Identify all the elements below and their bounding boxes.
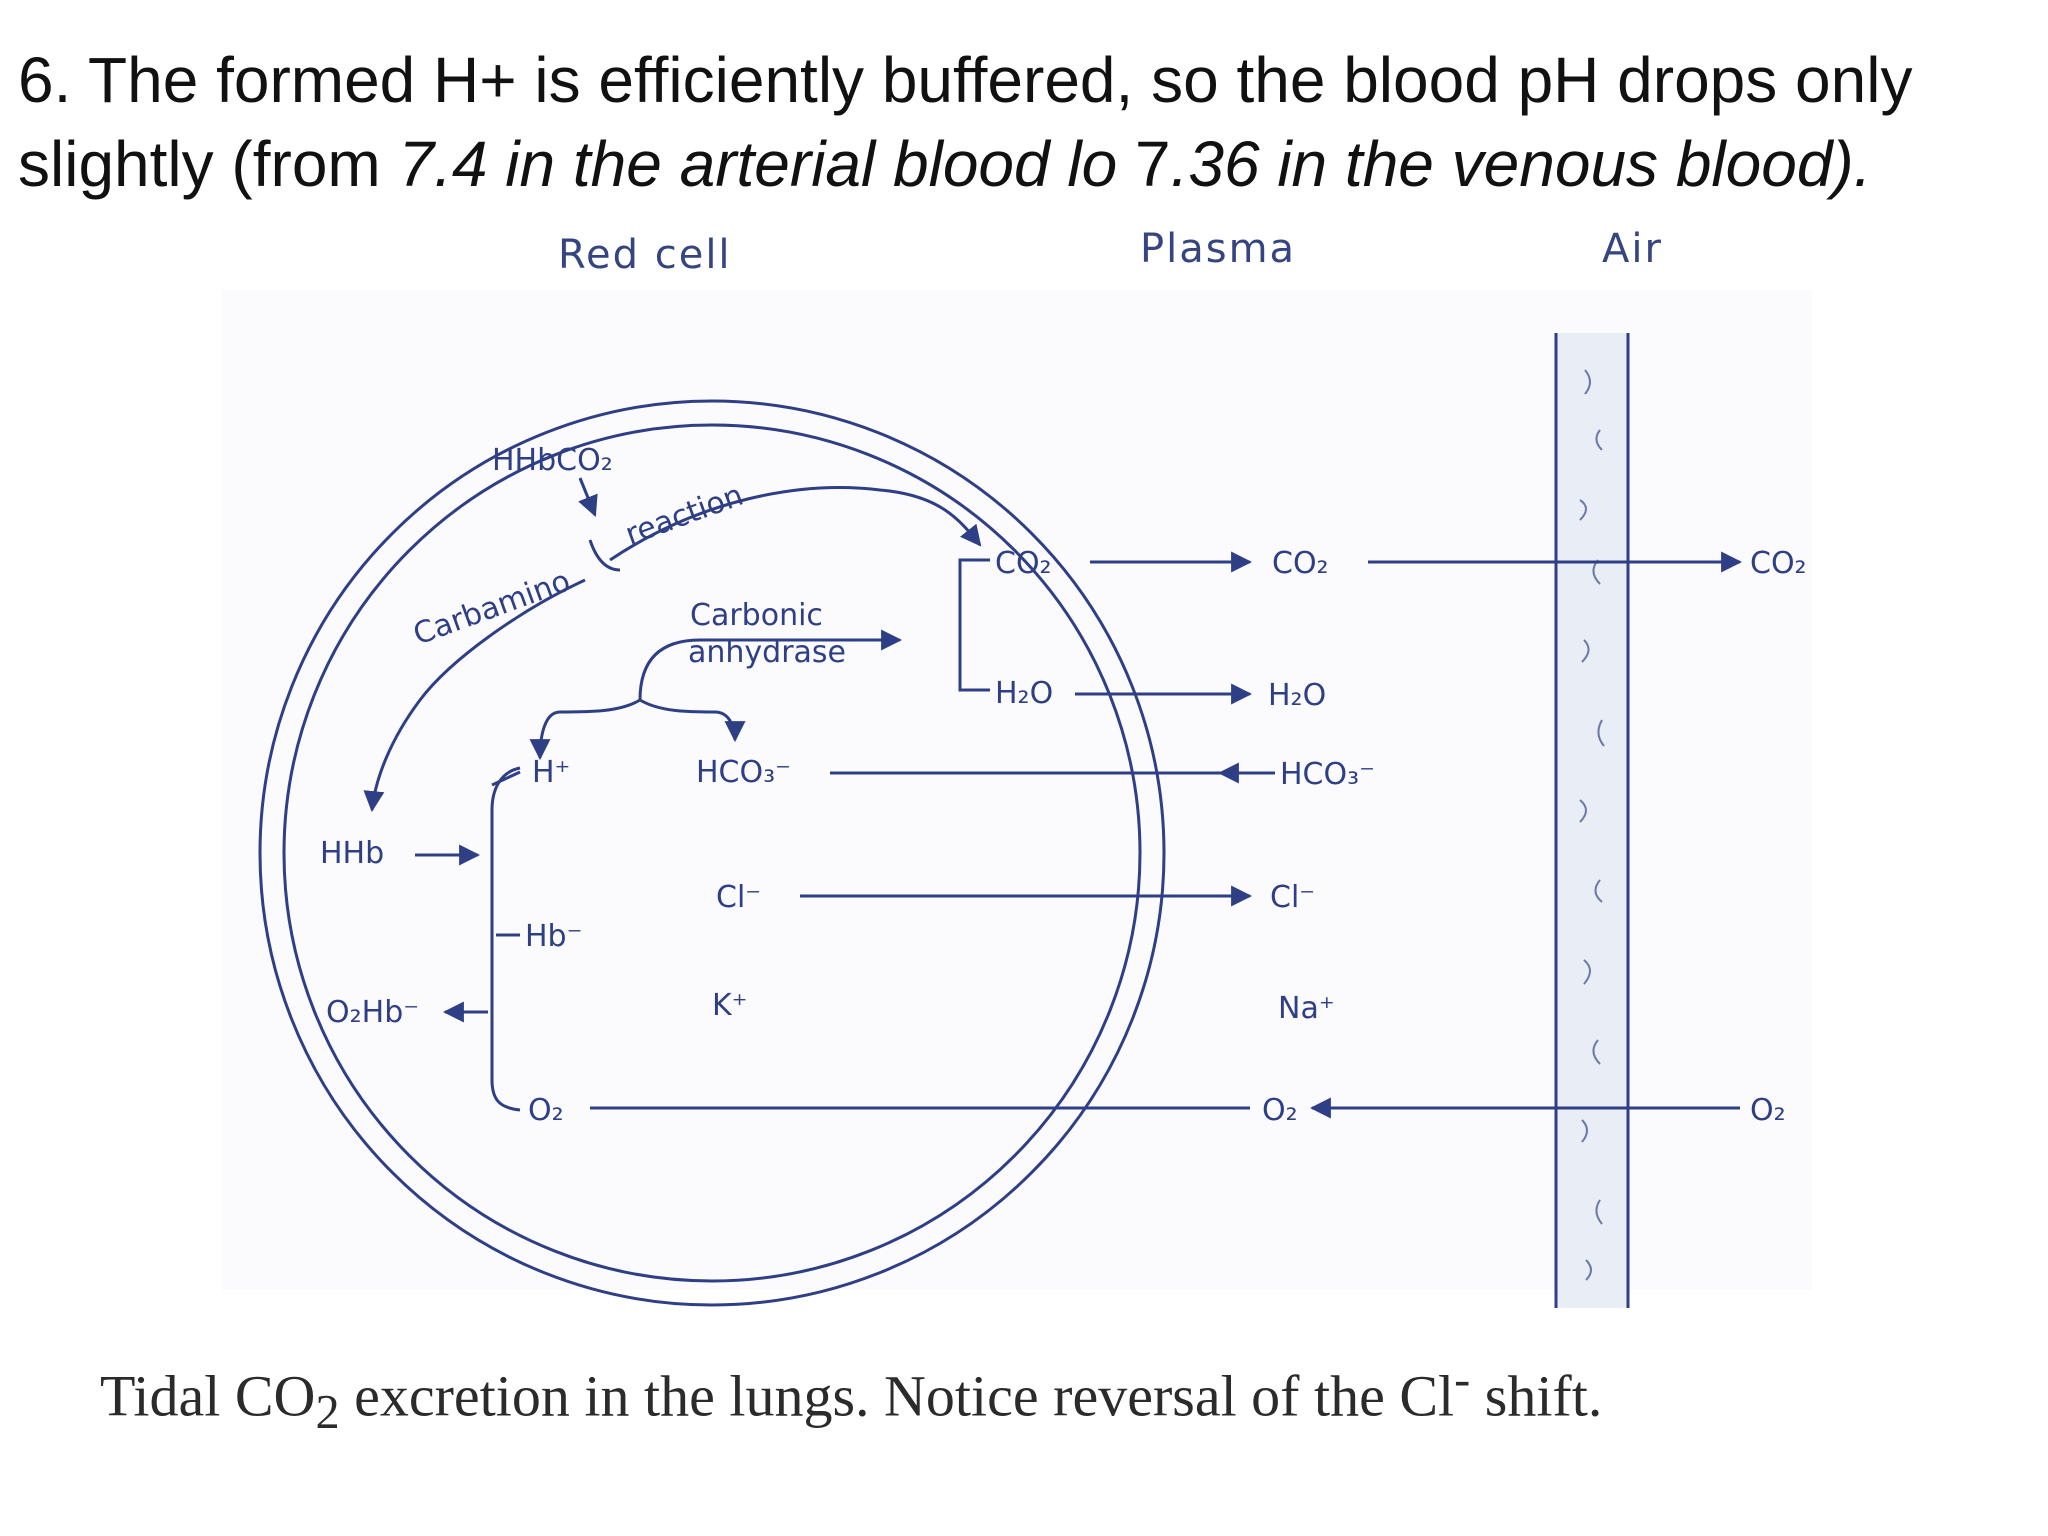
label-carbamino: Carbamino (409, 564, 575, 653)
brace-tick-h (491, 770, 521, 787)
hemoglobin-brace (490, 766, 521, 1112)
co2-h2o-split-brace (958, 558, 990, 692)
label-cell-hco3: HCO₃⁻ (696, 755, 791, 790)
arrow-carbamino-to-hhb (363, 578, 586, 813)
anhydrase-brace (559, 698, 716, 714)
figure-caption: Tidal CO2 excretion in the lungs. Notice… (100, 1352, 1980, 1440)
label-cell-cl: Cl⁻ (716, 880, 761, 915)
label-hhbco2: HHbCO₂ (492, 443, 613, 478)
caption-text-after: excretion in the lungs. Notice reversal … (339, 1363, 1455, 1429)
label-cell-co2: CO₂ (995, 546, 1052, 581)
heading-italic-1: 7.4 in the arterial blood lo (398, 128, 1135, 200)
alveolar-membrane (1556, 333, 1628, 1308)
red-cell-outer-membrane (258, 399, 1166, 1307)
region-label-air: Air (1602, 226, 1663, 272)
label-plasma-o2: O₂ (1262, 1093, 1298, 1128)
label-na-plus: Na⁺ (1278, 991, 1335, 1026)
label-plasma-h2o: H₂O (1268, 678, 1326, 713)
arrow-carbamino-to-co2 (609, 486, 982, 562)
heading-text-2: 7 (1134, 128, 1171, 200)
arrow-to-hco3 (714, 710, 746, 743)
caption-text-before: Tidal CO (100, 1363, 316, 1429)
arrow-to-h-plus (529, 710, 561, 761)
heading-italic-2: .36 in the venous blood). (1170, 128, 1872, 200)
membrane-texture (1579, 369, 1605, 1281)
arrow-hhbco2-down (578, 477, 598, 517)
label-o2hb: O₂Hb⁻ (326, 995, 419, 1030)
label-air-co2: CO₂ (1750, 546, 1807, 581)
figure-panel (222, 290, 1812, 1290)
label-hhb: HHb (320, 836, 384, 871)
caption-subscript: 2 (315, 1385, 340, 1439)
carbamino-junction (588, 539, 621, 572)
caption-text-end: shift. (1470, 1363, 1603, 1429)
label-plasma-cl: Cl⁻ (1270, 880, 1315, 915)
caption-superscript: - (1454, 1353, 1471, 1406)
label-cell-h2o: H₂O (995, 676, 1053, 711)
region-label-red-cell: Red cell (558, 232, 732, 278)
heading-text-1: 6. The formed H+ is efficiently buffered… (18, 44, 1913, 200)
label-plasma-co2: CO₂ (1272, 546, 1329, 581)
label-air-o2: O₂ (1750, 1093, 1786, 1128)
label-plasma-hco3: HCO₃⁻ (1280, 757, 1375, 792)
slide-heading: 6. The formed H+ is efficiently buffered… (18, 38, 2008, 206)
arrow-anhydrase-to-split (638, 629, 903, 701)
label-carbonic: Carbonic (690, 598, 823, 633)
label-cell-o2: O₂ (528, 1093, 564, 1128)
label-k-plus: K⁺ (712, 988, 748, 1023)
region-label-plasma: Plasma (1140, 226, 1296, 272)
label-hb-minus: Hb⁻ (525, 919, 582, 954)
red-cell-inner-membrane (282, 423, 1142, 1283)
label-h-plus: H⁺ (532, 755, 570, 790)
